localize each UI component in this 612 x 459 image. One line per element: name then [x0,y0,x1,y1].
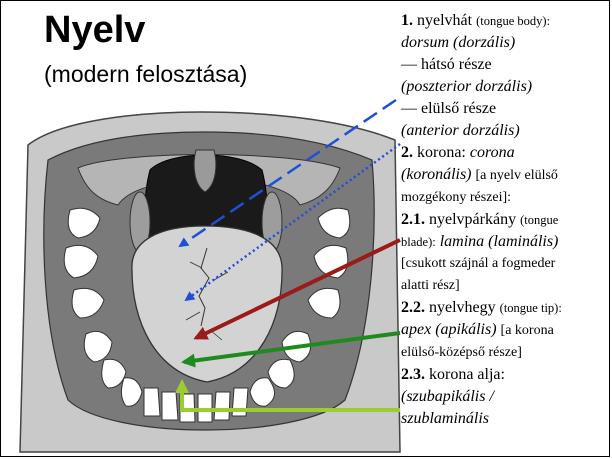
item22-note: [a korona [501,323,554,338]
item1-latin: dorsum (dorzális) [401,32,607,54]
item21-latin: lamina (laminális) [440,233,559,250]
item1-back-part: — hátsó része [401,54,607,76]
item22-english: (tongue tip): [500,301,562,315]
item23-latin-cont: szublaminális [401,408,607,430]
item1-english: (tongue body): [476,14,550,28]
item2-number: 2. [401,144,413,161]
item21-term: nyelvpárkány [429,211,516,228]
legend-text: 1. nyelvhát (tongue body): dorsum (dorzá… [401,10,607,430]
item23-term: korona alja: [429,366,505,383]
item21-note-cont: alatti rész] [401,275,607,297]
item23-number: 2.3. [401,366,425,383]
item21-english: (tongue [520,213,558,227]
item1-number: 1. [401,12,413,29]
item22-latin: apex (apikális) [401,321,497,338]
item21-english-cont: blade): [401,235,436,249]
item1-back-latin: (poszterior dorzális) [401,76,607,98]
item1-term: nyelvhát [417,12,472,29]
item2-latin-hu: (koronális) [401,166,472,183]
item22-term: nyelvhegy [429,299,496,316]
item22-number: 2.2. [401,299,425,316]
item22-note-cont: elülső-középső része] [401,342,607,364]
item1-front-part: — elülső része [401,98,607,120]
item1-front-latin: (anterior dorzális) [401,120,607,142]
item2-latin: corona [470,144,515,161]
item21-note: [csukott szájnál a fogmeder [401,253,607,275]
item23-latin: (szubapikális / [401,386,607,408]
item2-note-cont: mozgékony részei]: [401,187,607,209]
item2-term: korona: [417,144,466,161]
item2-note: [a nyelv elülső [476,168,558,183]
item21-number: 2.1. [401,211,425,228]
